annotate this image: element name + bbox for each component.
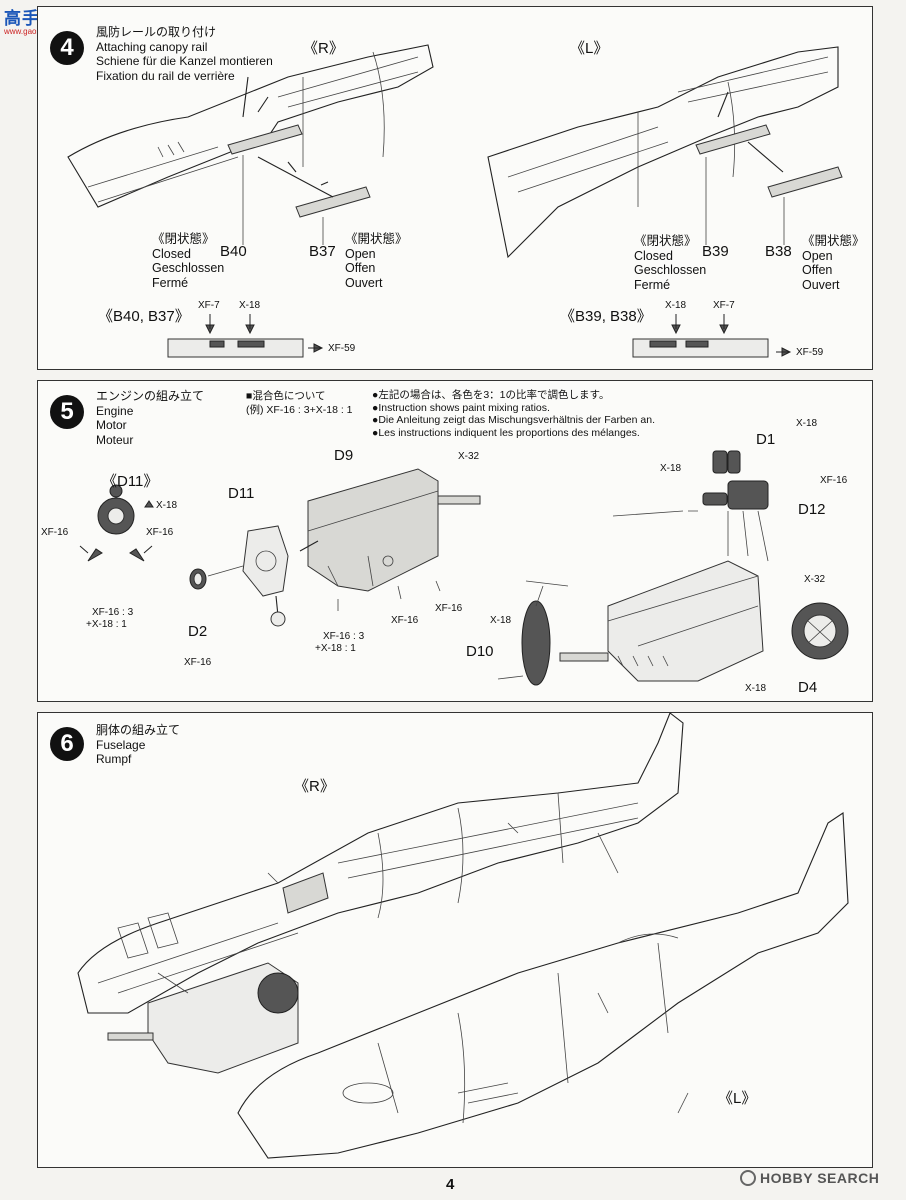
part-b39: B39: [702, 243, 729, 260]
paint-xf16-d11-left: XF-16: [41, 527, 69, 538]
paint-x32-d9: X-32: [458, 451, 480, 462]
paint-xf16-d9-b: XF-16: [435, 603, 463, 614]
step5-number: 5: [50, 395, 84, 429]
paint-xf16-d11-right: XF-16: [146, 527, 174, 538]
step4-title: 風防レールの取り付け Attaching canopy rail Schiene…: [96, 25, 273, 83]
step6-side-l: 《L》: [718, 1090, 757, 1107]
paint-x18-d1: X-18: [796, 418, 818, 429]
paint-xf59-right: XF-59: [796, 347, 824, 358]
step5-drawing: [79, 450, 849, 686]
part-d11-detail: 《D11》: [102, 473, 159, 490]
step4-panel: 4 風防レールの取り付け Attaching canopy rail Schie…: [37, 6, 873, 370]
paint-x18-left: X-18: [239, 300, 261, 311]
paint-xf16-d2: XF-16: [184, 657, 212, 668]
step5-title: エンジンの組み立て Engine Motor Moteur: [96, 389, 205, 447]
part-d11: D11: [228, 485, 255, 502]
step5-panel: 5 エンジンの組み立て Engine Motor Moteur ■混合色について…: [37, 380, 873, 702]
step6-drawing: [77, 712, 849, 1159]
step6-number: 6: [50, 727, 84, 761]
part-b38: B38: [765, 243, 792, 260]
paint-x18-right: X-18: [665, 300, 687, 311]
part-b37: B37: [309, 243, 336, 260]
paint-mix-d11-b: +X-18 : 1: [86, 619, 127, 630]
paint-xf16-d9-a: XF-16: [391, 615, 419, 626]
part-d12: D12: [798, 501, 826, 518]
paint-xf7-right: XF-7: [713, 300, 735, 311]
paint-x18-d10: X-18: [490, 615, 512, 626]
part-d1: D1: [756, 431, 776, 448]
paint-x18-d11detail: X-18: [156, 500, 178, 511]
hobby-search-logo-icon: [740, 1170, 756, 1186]
step6-panel: 6 胴体の組み立て Fuselage Rumpf 《R》 《L》: [37, 712, 873, 1168]
hobby-search-brand: HOBBY SEARCH: [740, 1170, 879, 1186]
step6-title: 胴体の組み立て Fuselage Rumpf: [96, 723, 181, 766]
detail-b40-b37: 《B40, B37》: [98, 308, 190, 325]
step4-number: 4: [50, 31, 84, 65]
step4-open-right: 《開状態》 Open Offen Ouvert: [802, 234, 865, 292]
step4-open-left: 《開状態》 Open Offen Ouvert: [345, 232, 408, 290]
mix-note: ■混合色について (例) XF-16 : 3+X-18 : 1: [246, 390, 353, 416]
part-d9: D9: [334, 447, 354, 464]
part-d4: D4: [798, 679, 818, 696]
paint-xf59-left: XF-59: [328, 343, 356, 354]
paint-mix-d9-b: +X-18 : 1: [315, 643, 356, 654]
paint-x32-d4: X-32: [804, 574, 826, 585]
paint-mix-d11-a: XF-16 : 3: [92, 607, 134, 618]
part-b40: B40: [220, 243, 247, 260]
step6-side-r: 《R》: [294, 778, 335, 795]
page-number: 4: [446, 1176, 455, 1193]
step4-closed-left: 《閉状態》 Closed Geschlossen Fermé: [152, 232, 225, 290]
part-d10: D10: [466, 643, 494, 660]
paint-x18-d4: X-18: [745, 683, 767, 694]
paint-xf16-d12: XF-16: [820, 475, 848, 486]
detail-b39-b38: 《B39, B38》: [560, 308, 652, 325]
paint-xf7-left: XF-7: [198, 300, 220, 311]
step4-side-r: 《R》: [303, 40, 344, 57]
part-d2: D2: [188, 623, 208, 640]
step4-side-l: 《L》: [570, 40, 609, 57]
mix-instructions: ●左記の場合は、各色を3：1の比率で調色します。 ●Instruction sh…: [372, 389, 655, 439]
step4-drawing: [67, 44, 843, 358]
paint-x18-d12: X-18: [660, 463, 682, 474]
paint-mix-d9-a: XF-16 : 3: [323, 631, 365, 642]
hobby-search-label: HOBBY SEARCH: [760, 1170, 880, 1186]
step4-closed-right: 《閉状態》 Closed Geschlossen Fermé: [634, 234, 707, 292]
